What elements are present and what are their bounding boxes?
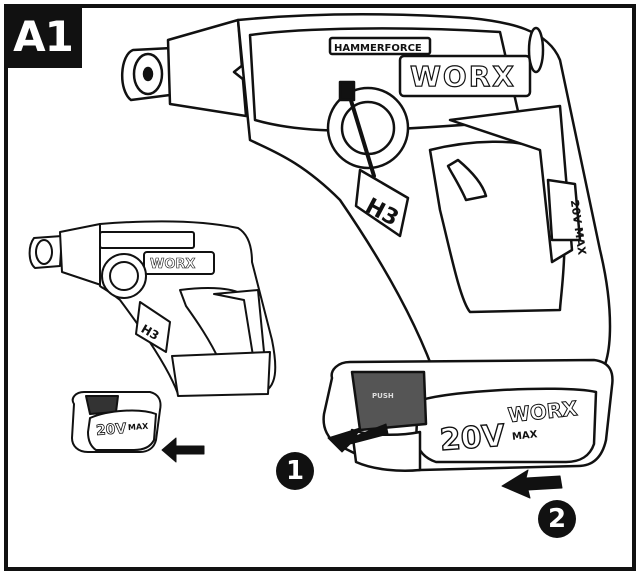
large-model-plate [354, 168, 410, 238]
small-drill [28, 220, 277, 397]
step-2-badge: 2 [538, 500, 576, 538]
small-battery [71, 391, 162, 453]
large-series-plate [328, 36, 432, 56]
step-1-badge: 1 [276, 452, 314, 490]
large-drill [120, 13, 612, 386]
small-brand-text: WORX [150, 257, 195, 272]
battery-button-text: PUSH [372, 392, 394, 400]
large-battery-voltage: 20V [439, 419, 507, 459]
large-side-label-plate [546, 178, 582, 242]
slide-out-arrow [501, 469, 563, 499]
large-battery [322, 358, 614, 472]
large-knob [527, 26, 545, 74]
figure-label: A1 [4, 4, 82, 68]
small-brand-plate [143, 251, 215, 275]
large-battery-sub: MAX [512, 429, 539, 443]
push-button-arrow [327, 423, 389, 453]
small-battery-arrow [161, 437, 205, 463]
large-brand-text: WORX [410, 60, 516, 93]
large-battery-front [414, 387, 598, 464]
large-rear-handle [448, 104, 574, 264]
large-front-housing [166, 18, 248, 118]
small-battery-voltage: 20V [95, 421, 127, 439]
large-battery-brand: WORX [507, 396, 580, 427]
battery-release-button [350, 370, 428, 432]
small-battery-sub: MAX [128, 422, 150, 432]
large-brand-plate [398, 54, 532, 98]
small-top-band [99, 231, 195, 249]
large-series-text: HAMMERFORCE [334, 43, 422, 54]
small-model-plate [135, 301, 171, 353]
